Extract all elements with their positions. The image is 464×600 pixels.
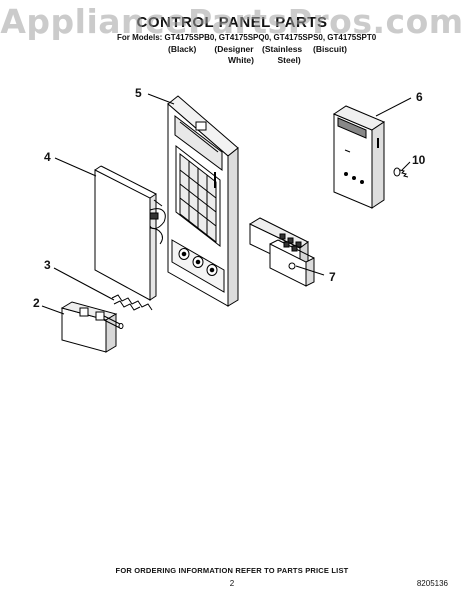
column-line2: Steel) [277, 55, 301, 65]
document-number: 8205136 [416, 579, 448, 588]
model-column-black: (Black) [168, 44, 196, 55]
callout-5: 5 [135, 86, 142, 100]
column-line1: (Stainless [262, 44, 303, 54]
page-number: 2 [229, 579, 235, 588]
callout-6: 6 [416, 90, 423, 104]
part-5-control-panel-frame [167, 95, 239, 307]
callout-3: 3 [44, 258, 51, 272]
column-line1: (Designer [214, 44, 254, 54]
part-6-control-board [332, 105, 386, 209]
leader-lines [41, 93, 412, 315]
page-title: CONTROL PANEL PARTS [136, 14, 328, 31]
part-4-touch-pad [94, 165, 166, 301]
part-3-spring [111, 294, 153, 311]
column-line1: (Biscuit) [313, 44, 347, 54]
model-column-biscuit: (Biscuit) [313, 44, 347, 55]
part-10-screw [393, 167, 409, 178]
watermark: AppliancePartsPros.com [0, 2, 464, 41]
ordering-note: FOR ORDERING INFORMATION REFER TO PARTS … [115, 566, 349, 575]
models-line: For Models: GT4175SPB0, GT4175SPQ0, GT41… [117, 33, 377, 42]
callout-10: 10 [412, 153, 426, 167]
model-column-stainless-steel: (Stainless Steel) [262, 44, 302, 66]
part-2-release-button [60, 301, 124, 353]
model-column-designer-white: (Designer White) [214, 44, 254, 66]
column-line2: White) [228, 55, 254, 65]
callout-7: 7 [329, 270, 336, 284]
callout-2: 2 [33, 296, 40, 310]
part-7-latch-bracket [248, 217, 315, 287]
callout-4: 4 [44, 150, 51, 164]
column-line1: (Black) [168, 44, 197, 54]
